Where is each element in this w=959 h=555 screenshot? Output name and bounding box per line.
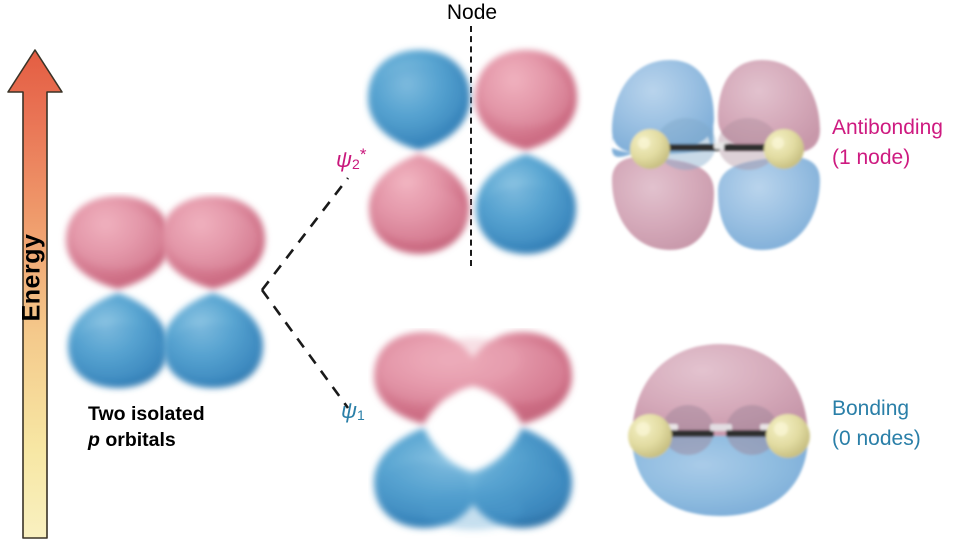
psi-sub-anti: 2 <box>352 156 360 172</box>
isolated-orbitals-caption: Two isolated p orbitals <box>88 402 303 453</box>
antibonding-label: Antibonding (1 node) <box>832 113 943 174</box>
psi-star-anti: * <box>359 145 367 164</box>
antibonding-nodes: (1 node) <box>832 146 911 170</box>
node-label: Node <box>446 1 498 24</box>
antibonding-3d-surface <box>608 48 824 262</box>
psi-symbol-anti: ψ <box>336 147 353 172</box>
caption-italic-p: p <box>88 428 100 451</box>
bonding-orbital-pair <box>368 328 586 544</box>
caption-line-2: orbitals <box>99 428 176 451</box>
isolated-p-orbitals <box>58 192 308 402</box>
psi-sub-bond: 1 <box>357 407 365 423</box>
psi-2-star-label: ψ2* <box>336 146 366 171</box>
bonding-nodes: (0 nodes) <box>832 427 921 451</box>
bonding-title: Bonding <box>832 397 910 420</box>
caption-line-1: Two isolated <box>88 403 205 425</box>
psi-symbol-bond: ψ <box>341 398 358 423</box>
energy-axis-arrow: Energy <box>6 48 64 540</box>
antibonding-title: Antibonding <box>832 116 943 139</box>
connector-lines <box>250 160 360 420</box>
bonding-label: Bonding (0 nodes) <box>832 394 921 455</box>
energy-axis-label: Energy <box>17 233 46 322</box>
node-dashed-line <box>470 26 472 266</box>
bonding-3d-surface <box>618 336 822 522</box>
psi-1-label: ψ1 <box>341 398 365 423</box>
antibonding-orbital-pair <box>362 40 584 268</box>
